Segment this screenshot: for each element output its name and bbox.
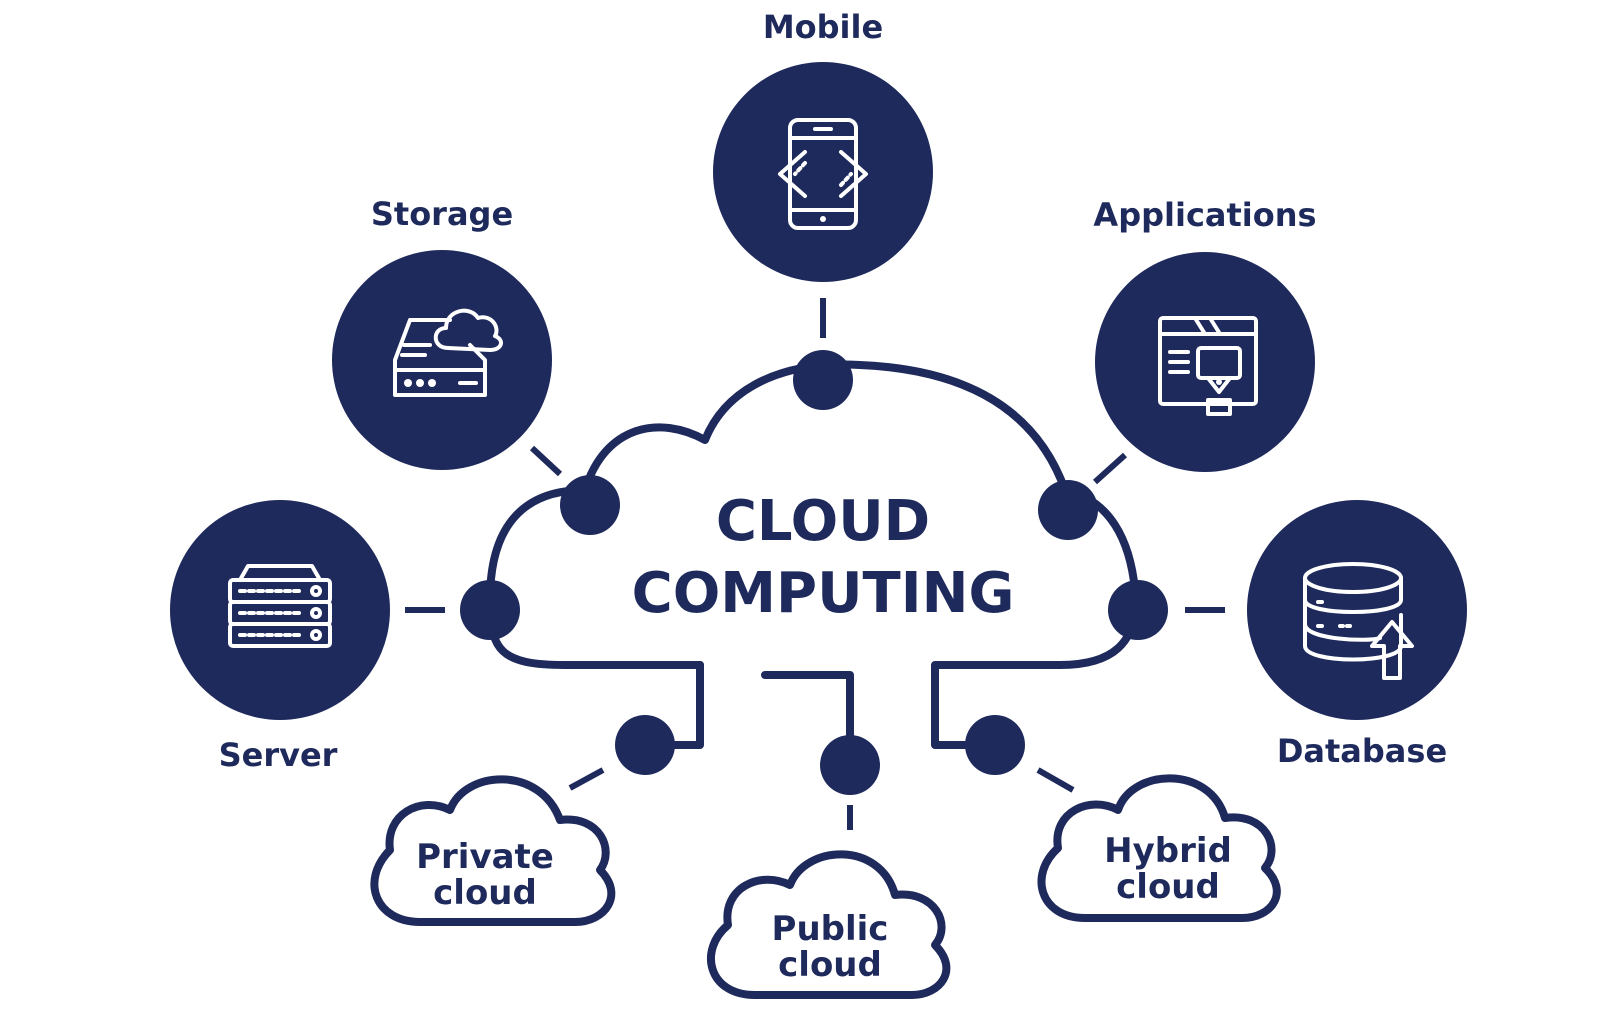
connector-dot-public [820,735,880,795]
connector-dot-applications [1038,480,1098,540]
cloud-hybrid-line2: cloud [1116,867,1220,907]
node-mobile-circle [713,62,933,282]
cloud-public-line1: Public [772,909,889,949]
cloud-private-shape [370,775,616,926]
link-hybrid [1036,767,1075,793]
connector-dot-hybrid [965,715,1025,775]
node-database: Database [1247,500,1467,770]
node-storage-circle [332,250,552,470]
server-rack-icon [228,564,332,648]
cloud-hybrid: Hybrid cloud [1037,774,1281,922]
cloud-public-shape [707,850,951,999]
app-design-icon [1158,316,1258,416]
node-server-label: Server [219,736,338,774]
link-storage [529,445,563,477]
cloud-public-line2: cloud [778,945,882,985]
connector-dot-private [615,715,675,775]
connector-dot-mobile [793,350,853,410]
cloud-hybrid-shape [1037,774,1281,922]
link-private [568,767,605,791]
cloud-public: Public cloud [707,850,951,999]
node-applications: Applications [1093,196,1317,472]
cloud-hybrid-line1: Hybrid [1104,831,1232,871]
database-upload-icon [1303,562,1414,680]
node-storage: Storage [332,195,552,470]
cloud-storage-icon [393,308,503,397]
node-mobile-label: Mobile [763,8,883,46]
node-database-label: Database [1277,732,1447,770]
node-applications-label: Applications [1093,196,1316,234]
central-cloud-outline [486,360,1140,749]
connector-dot-storage [560,475,620,535]
link-applications [1092,452,1128,485]
cloud-private: Private cloud [370,775,616,926]
connector-dot-database [1108,580,1168,640]
connector-dot-server [460,580,520,640]
center-title-line1: CLOUD [716,489,930,554]
node-server-circle [170,500,390,720]
cloud-private-line2: cloud [433,873,537,913]
node-storage-label: Storage [371,195,513,233]
node-applications-circle [1095,252,1315,472]
node-mobile: Mobile [713,8,933,282]
node-server: Server [170,500,390,774]
cloud-private-line1: Private [416,837,554,877]
center-title-line2: COMPUTING [632,561,1015,626]
mobile-code-icon [778,118,868,230]
